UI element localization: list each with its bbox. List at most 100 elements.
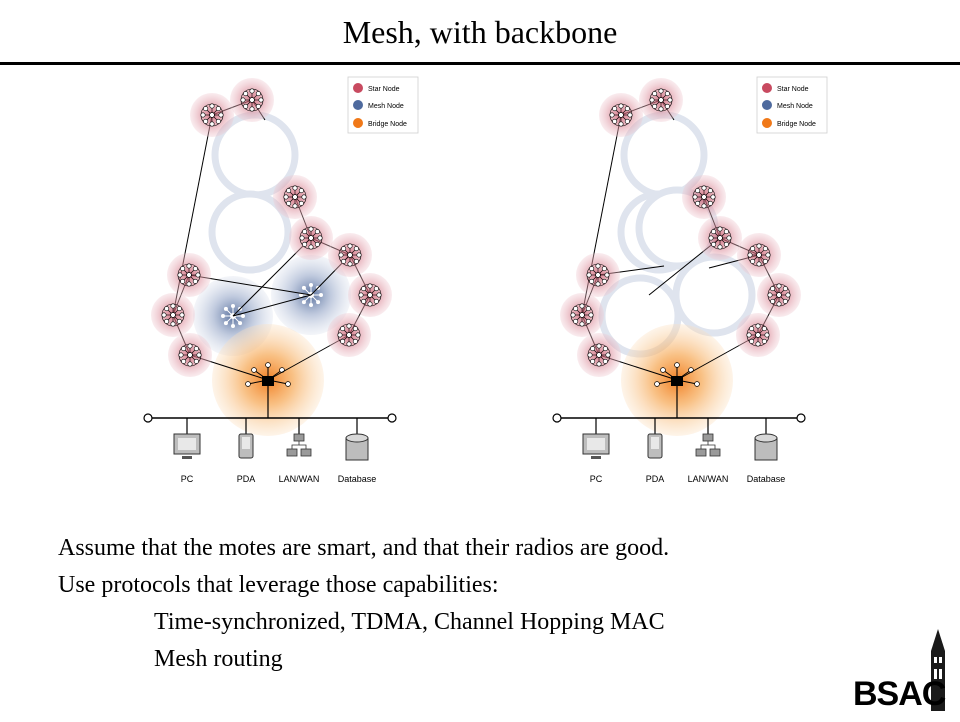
star-node-legend-icon [353,83,363,93]
star-node [328,233,372,277]
star-node-leaf [782,298,788,304]
star-node-hub [347,252,353,258]
bridge-node-legend-icon [762,118,772,128]
bsac-logo: BSAC [845,625,955,717]
star-node-leaf [761,338,767,344]
label-pc: PC [590,474,603,484]
star-node-leaf [358,292,364,298]
mesh-node-leaf [241,314,245,318]
star-node-leaf [604,272,610,278]
star-node-leaf [338,252,344,258]
star-node-leaf [767,292,773,298]
bridge-node-box [671,376,683,386]
body-line-1: Assume that the motes are smart, and tha… [58,535,670,561]
body-line-4: Mesh routing [154,646,283,672]
star-node-leaf [601,278,607,284]
backbone-bus [143,386,397,461]
star-node-leaf [585,318,591,324]
star-node-leaf [373,298,379,304]
star-node-leaf [195,272,201,278]
star-node-hub [187,352,193,358]
mesh-node-leaf [319,293,323,297]
mesh-node-leaf [301,285,306,290]
star-node-leaf [203,118,209,124]
star-node-leaf [367,283,373,289]
star-node-leaf [176,306,182,312]
label-lanwan: LAN/WAN [279,474,320,484]
star-node-leaf [595,263,601,269]
device-labels-right: PC PDA LAN/WAN Database [590,474,786,484]
star-node-hub [367,292,373,298]
star-node-leaf [243,103,249,109]
network-panel-star-only [552,78,806,461]
star-node-leaf [161,312,167,318]
star-node-leaf [755,323,761,329]
bridge-node-leaf [674,362,680,368]
star-node-leaf [612,118,618,124]
legend-bridge-label: Bridge Node [368,121,407,128]
star-node-leaf [624,118,630,124]
star-node-hub [170,312,176,318]
star-node-leaf [361,298,367,304]
mesh-node-leaf [231,304,235,308]
star-node-leaf [573,318,579,324]
star-node [736,313,780,357]
star-node-leaf [179,312,185,318]
star-node-leaf [579,303,585,309]
database-icon [345,433,369,461]
star-node-leaf [695,200,701,206]
star-node-leaf [181,358,187,364]
star-node [560,293,604,337]
star-node-leaf [589,278,595,284]
device-labels: PC PDA LAN/WAN Database PC PDA LAN/WAN D… [181,76,828,484]
star-node-leaf [723,229,729,235]
star-node-leaf [249,106,255,112]
star-node-leaf [701,185,707,191]
star-node-leaf [203,106,209,112]
star-node-leaf [180,266,186,272]
star-node-leaf [652,103,658,109]
star-node-leaf [589,266,595,272]
campanile-tower-icon [931,629,945,711]
lanwan-icon [695,433,721,457]
star-node-hub [596,352,602,358]
star-node-leaf [761,326,767,332]
star-node-leaf [710,194,716,200]
pc-icon [173,433,201,459]
legend-star-label: Star Node [368,86,400,93]
slide-title: Mesh, with backbone [342,14,618,50]
star-node-leaf [314,229,320,235]
title-divider [0,62,960,65]
star-node-leaf [347,243,353,249]
star-node-hub [308,235,314,241]
star-node-leaf [353,258,359,264]
star-node-leaf [215,118,221,124]
star-node-leaf [286,200,292,206]
star-node-leaf [170,321,176,327]
star-node-leaf [652,91,658,97]
star-node-leaf [570,312,576,318]
star-node-leaf [286,188,292,194]
star-node [698,216,742,260]
mesh-node-leaf [238,321,243,326]
star-node-leaf [164,306,170,312]
star-node-leaf [186,281,192,287]
label-pda: PDA [646,474,665,484]
star-node-leaf [585,306,591,312]
legend-mesh-label: Mesh Node [777,103,813,110]
star-node [599,93,643,137]
mesh-node-leaf [316,300,321,305]
label-database: Database [338,474,377,484]
star-node-leaf [299,235,305,241]
legend-mesh-label: Mesh Node [368,103,404,110]
slide-body: Assume that the motes are smart, and tha… [58,530,878,678]
star-node [273,175,317,219]
legend-right: Star Node Mesh Node Bridge Node [756,76,828,134]
star-node-leaf [658,88,664,94]
star-node-leaf [367,301,373,307]
bridge-node-leaf [694,381,700,387]
star-node-leaf [215,106,221,112]
bridge-node-leaf [654,381,660,387]
star-node-leaf [747,252,753,258]
network-diagrams [143,78,806,461]
